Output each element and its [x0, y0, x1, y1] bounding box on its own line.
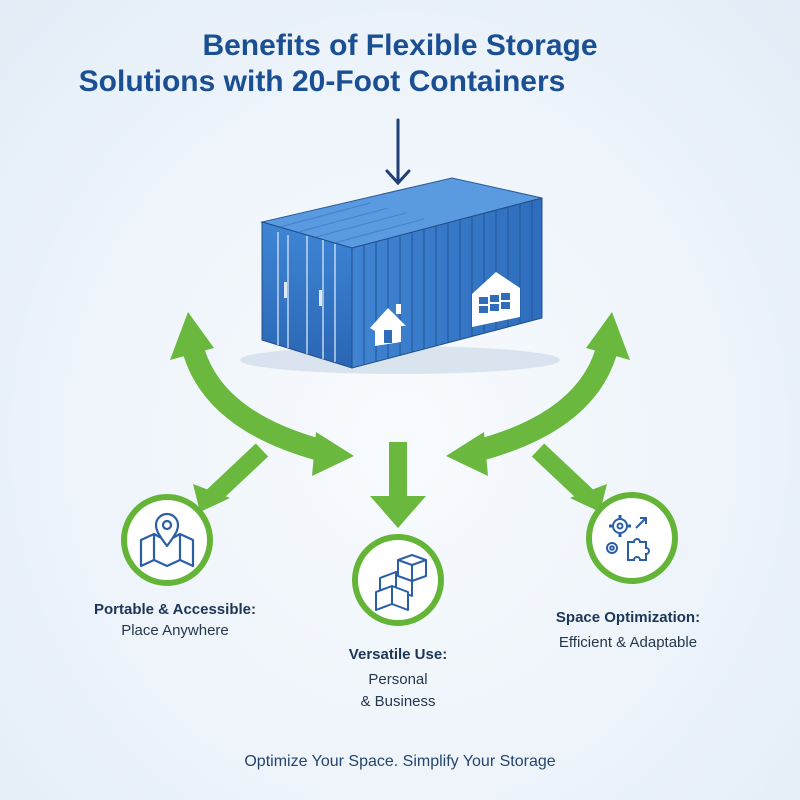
portable-heading: Portable & Accessible:: [93, 601, 256, 618]
versatile-caption: Versatile Use: Personal & Business: [298, 645, 498, 713]
right-curved-arrow: [446, 312, 630, 512]
boxes-icon: [375, 554, 427, 611]
optimization-heading: Space Optimization:: [555, 609, 701, 626]
house-icon: [370, 304, 406, 346]
shipping-container: [240, 177, 560, 374]
left-curved-arrow: [170, 312, 354, 512]
map-pin-icon: [139, 512, 195, 568]
versatile-text-line1: Personal: [368, 671, 428, 688]
portable-icon-circle: [121, 494, 213, 586]
portable-text: Place Anywhere: [121, 622, 229, 639]
portable-caption: Portable & Accessible: Place Anywhere: [60, 600, 290, 642]
title-line-2: Solutions with 20-Foot Containers: [78, 65, 566, 98]
top-down-arrow: [385, 118, 411, 186]
versatile-heading: Versatile Use:: [348, 646, 448, 663]
warehouse-icon: [472, 272, 520, 327]
gears-puzzle-icon: [606, 515, 650, 561]
tagline: Optimize Your Space. Simplify Your Stora…: [244, 753, 556, 770]
title-line-1: Benefits of Flexible Storage: [202, 29, 598, 62]
versatile-text-line2: & Business: [360, 693, 436, 710]
optimization-icon-circle: [586, 492, 678, 584]
optimization-text: Efficient & Adaptable: [558, 634, 698, 651]
versatile-icon-circle: [352, 534, 444, 626]
middle-down-arrow: [370, 442, 426, 528]
optimization-caption: Space Optimization: Efficient & Adaptabl…: [518, 608, 738, 654]
